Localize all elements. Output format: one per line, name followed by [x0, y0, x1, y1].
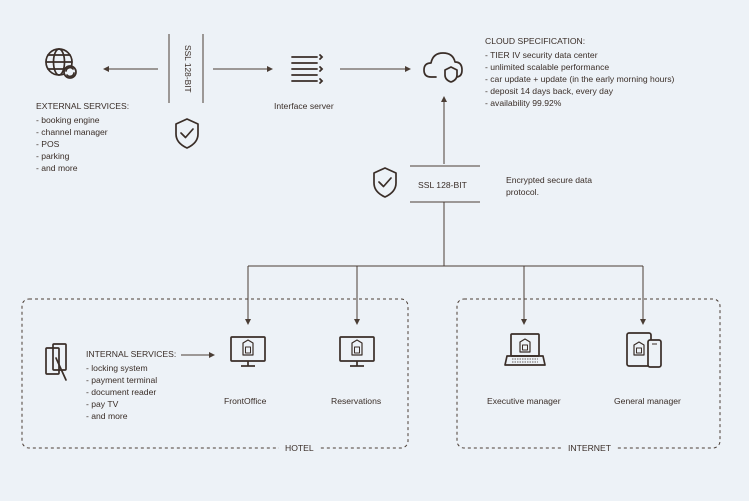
list-item: channel manager — [36, 126, 107, 138]
executive-manager-label: Executive manager — [487, 396, 561, 406]
globe-sync-icon — [45, 48, 77, 79]
external-services-title: EXTERNAL SERVICES: — [36, 101, 130, 111]
tablet-phone-icon — [626, 332, 662, 368]
list-item: unlimited scalable performance — [485, 61, 674, 73]
list-item: POS — [36, 138, 108, 150]
monitor-hotel-icon — [230, 336, 266, 367]
list-item: deposit 14 days back, every day — [485, 85, 674, 97]
list-item: document reader — [86, 386, 157, 398]
general-manager-label: General manager — [614, 396, 681, 406]
monitor-hotel-icon — [339, 336, 375, 367]
list-item: TIER IV security data center — [485, 49, 674, 61]
list-item: booking engine — [36, 114, 108, 126]
internet-group-label: INTERNET — [562, 443, 617, 453]
list-item: pay TV — [86, 398, 157, 410]
ssl-top-label: SSL 128-BIT — [183, 45, 193, 93]
frontoffice-label: FrontOffice — [224, 396, 267, 406]
list-item: parking — [36, 150, 108, 162]
encrypted-protocol-line1: Encrypted secure data — [506, 175, 592, 185]
reservations-label: Reservations — [331, 396, 382, 406]
list-item: car update + update (in the early mornin… — [485, 73, 674, 85]
cloud-spec-title: CLOUD SPECIFICATION: — [485, 36, 586, 46]
shield-check-icon — [175, 118, 199, 149]
internet-group-box — [456, 298, 721, 449]
hotel-group-label: HOTEL — [279, 443, 320, 453]
list-item: and more — [36, 162, 108, 174]
internal-services-title: INTERNAL SERVICES: — [86, 349, 177, 359]
encrypted-protocol-line2: protocol. — [506, 187, 539, 197]
interface-server-label: Interface server — [274, 101, 334, 111]
internal-services-list: locking system payment terminal document… — [86, 362, 157, 422]
list-item: and more — [86, 410, 157, 422]
cloud-shield-icon — [423, 52, 463, 83]
list-item: payment terminal — [86, 374, 157, 386]
list-item: availability 99.92% — [485, 97, 674, 109]
ssl-middle-label: SSL 128-BIT — [418, 180, 467, 190]
server-icon — [291, 54, 324, 84]
laptop-hotel-icon — [504, 333, 546, 366]
keycard-icon — [45, 343, 67, 381]
hotel-group-box — [21, 298, 409, 449]
shield-check-icon — [373, 167, 397, 198]
cloud-spec-list: TIER IV security data center unlimited s… — [485, 49, 674, 109]
list-item: locking system — [86, 362, 157, 374]
external-services-list: booking engine channel manager POS parki… — [36, 114, 108, 174]
